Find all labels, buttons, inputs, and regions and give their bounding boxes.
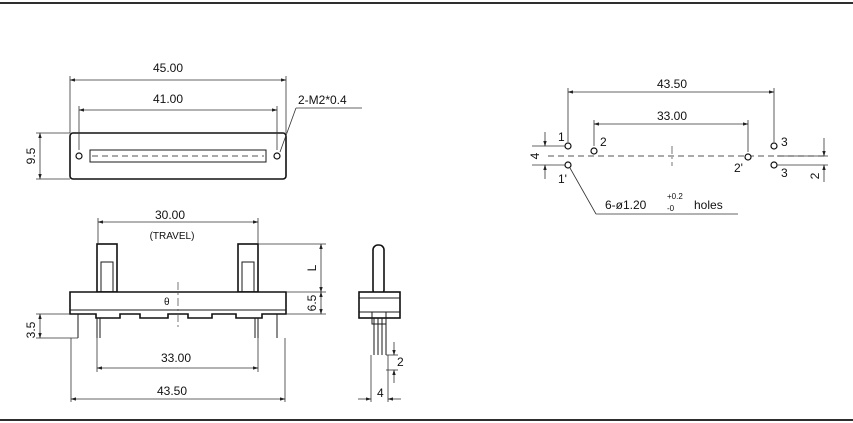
pcb-label-1: 1: [558, 130, 565, 144]
holes-tol-minus: -0: [667, 204, 675, 213]
top-view-slot: [89, 149, 267, 163]
side-body: [358, 291, 401, 319]
pcb-label-1-prime: 1': [558, 172, 567, 186]
holes-note-prefix: 6-ø1.20: [605, 198, 647, 212]
dim-text-pcb-offset: 4: [528, 152, 542, 159]
dim-text-travel: 30.00: [155, 208, 185, 222]
top-view: 45.00 41.00 9.5 2-M2*0.4: [24, 61, 362, 180]
mount-hole-right: [273, 152, 281, 160]
pcb-hole-3-prime: [770, 161, 778, 169]
pcb-hole-3: [770, 142, 778, 150]
mount-note: 2-M2*0.4: [298, 93, 347, 107]
pcb-hole-1-prime: [564, 161, 572, 169]
dim-text-pin-spacing: 33.00: [161, 351, 191, 365]
holes-note-suffix: holes: [694, 198, 723, 212]
side-view: 2 4: [358, 244, 404, 402]
travel-note: (TRAVEL): [150, 231, 195, 242]
front-view: θ 30.00 (TRAVEL) L 6.5 3.5 33.00: [24, 208, 326, 402]
pcb-hole-2-prime: [744, 153, 752, 161]
holes-tol-plus: +0.2: [667, 192, 683, 201]
dim-text-side-pin: 2: [397, 355, 404, 369]
pcb-label-2: 2: [600, 135, 607, 149]
dim-text-overall-45: 45.00: [153, 61, 183, 75]
dim-text-pin-length: 3.5: [24, 321, 38, 338]
pcb-label-3-bottom: 3: [781, 166, 788, 180]
dim-text-holes-41: 41.00: [153, 92, 183, 106]
pcb-label-3: 3: [781, 135, 788, 149]
pcb-label-2-prime: 2': [734, 161, 743, 175]
holes-note: 6-ø1.20: [605, 198, 647, 212]
pcb-hole-2: [590, 147, 598, 155]
mount-hole-left: [75, 152, 83, 160]
dim-text-height-9-5: 9.5: [24, 147, 38, 164]
dim-text-pcb-outer: 43.50: [657, 77, 687, 91]
dim-text-side-width: 4: [377, 386, 384, 400]
pcb-layout: 43.50 33.00 1 2 3 1' 2' 3 4 2 6-ø: [528, 77, 828, 215]
holes-leader-line: [569, 167, 597, 215]
center-mark: θ: [164, 297, 170, 308]
dim-text-body-height: 6.5: [305, 294, 319, 311]
dim-text-overall-front: 43.50: [157, 384, 187, 398]
lever-left: [96, 243, 118, 293]
dim-text-pcb-inner: 33.00: [657, 109, 687, 123]
dim-text-lever: L: [305, 264, 319, 271]
side-lever: [372, 244, 385, 296]
mount-leader-line: [279, 107, 297, 153]
pcb-hole-1: [564, 142, 572, 150]
dim-text-pcb-right: 2: [808, 172, 822, 179]
lever-right: [237, 243, 259, 293]
